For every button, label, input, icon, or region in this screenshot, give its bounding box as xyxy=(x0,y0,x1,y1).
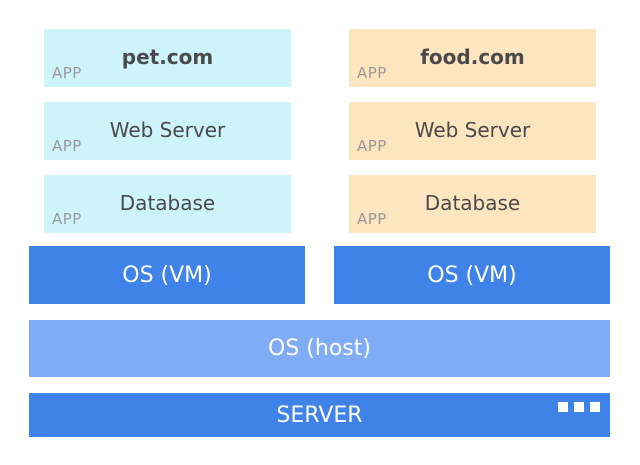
app-box-web-server-right: Web Server APP xyxy=(349,102,596,160)
app-tag: APP xyxy=(52,137,82,155)
three-squares-icon xyxy=(558,402,600,412)
app-tag: APP xyxy=(357,137,387,155)
app-title: Database xyxy=(119,191,216,215)
app-box-pet-com: pet.com APP xyxy=(44,29,291,87)
app-title: Database xyxy=(424,191,521,215)
app-tag: APP xyxy=(357,210,387,228)
app-tag: APP xyxy=(357,64,387,82)
server-layer: SERVER xyxy=(29,393,610,437)
app-box-database-left: Database APP xyxy=(44,175,291,233)
app-tag: APP xyxy=(52,64,82,82)
vm-os-right: OS (VM) xyxy=(334,246,610,304)
app-box-web-server-left: Web Server APP xyxy=(44,102,291,160)
host-os: OS (host) xyxy=(29,320,610,377)
app-title: Web Server xyxy=(414,118,531,142)
app-title: pet.com xyxy=(121,45,214,69)
app-box-database-right: Database APP xyxy=(349,175,596,233)
app-tag: APP xyxy=(52,210,82,228)
app-title: food.com xyxy=(420,45,525,69)
server-label: SERVER xyxy=(276,402,363,428)
vm-os-left: OS (VM) xyxy=(29,246,305,304)
app-box-food-com: food.com APP xyxy=(349,29,596,87)
app-title: Web Server xyxy=(109,118,226,142)
